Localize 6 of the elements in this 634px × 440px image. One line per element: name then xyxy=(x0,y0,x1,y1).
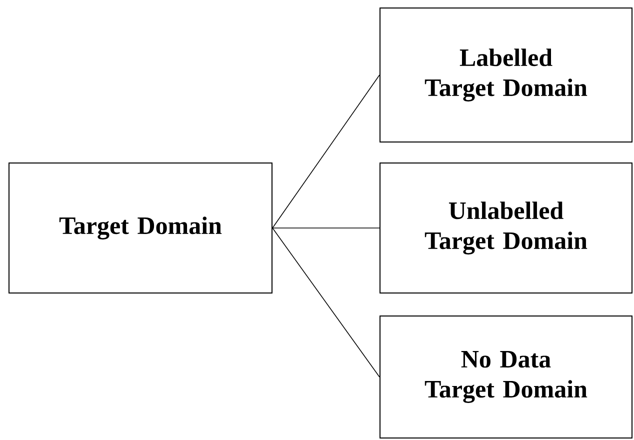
domain-box: Unlabelled Target Domain xyxy=(380,162,632,294)
domain-box: Labelled Target Domain xyxy=(380,8,632,142)
domain-box: No Data Target Domain xyxy=(380,316,632,438)
connector-line xyxy=(272,228,380,378)
connector-line xyxy=(272,74,380,228)
domain-box: Target Domain xyxy=(8,162,272,294)
